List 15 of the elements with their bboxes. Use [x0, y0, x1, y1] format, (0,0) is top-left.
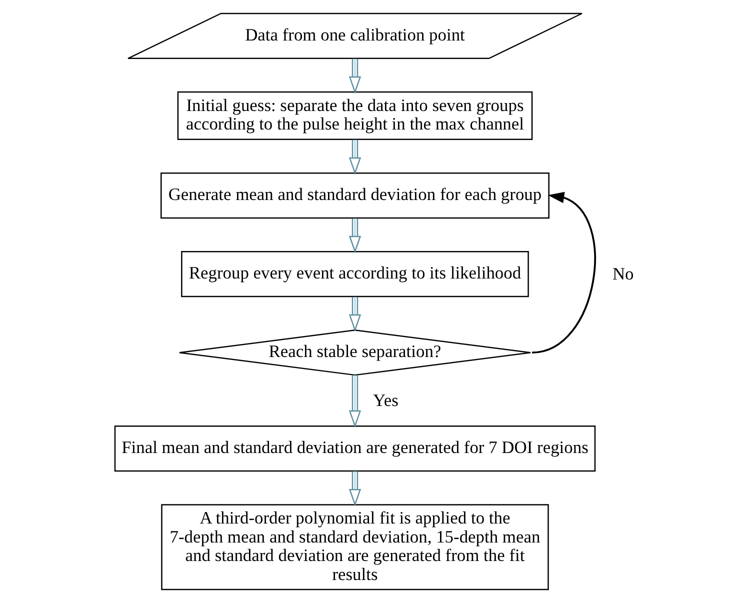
node-box: Final mean and standard deviation are generated for 7 DOI regions: [114, 426, 596, 472]
arrow: [531, 192, 596, 354]
arrow: [348, 218, 361, 254]
arrow: [348, 58, 361, 94]
arrow: [348, 375, 361, 428]
edge-label: No: [612, 263, 634, 284]
node-box: A third-order polynomial fit is applied to the 7-depth mean and standard deviation, 15-depth mean and standard deviation are generated from the fit results: [160, 504, 548, 590]
node-box: Regroup every event according to its likelihood: [180, 251, 528, 298]
node-diamond: Reach stable separation?: [178, 330, 531, 376]
arrow: [348, 140, 361, 175]
arrow: [348, 471, 361, 506]
node-box: Generate mean and standard deviation for each group: [160, 172, 549, 219]
edge-label: Yes: [372, 390, 398, 410]
arrow: [348, 296, 361, 332]
node-box: Initial guess: separate the data into seven groups according to the pulse height in the max channel: [176, 91, 532, 140]
